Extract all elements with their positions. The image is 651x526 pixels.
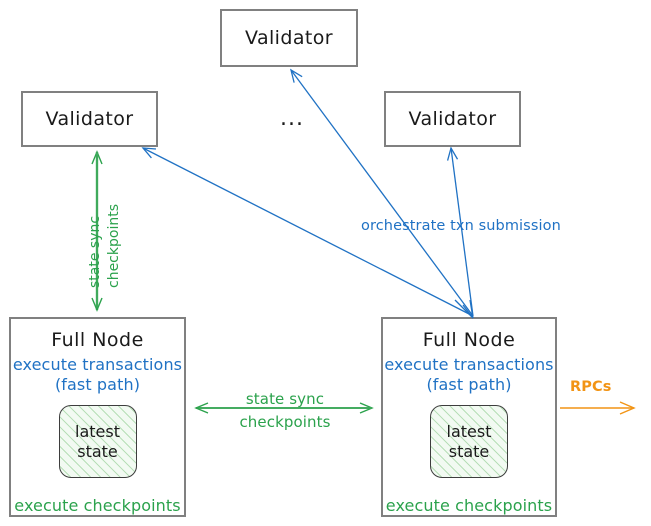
full-node-left-state-line2: state [77,441,118,461]
label-state-sync-horizontal-line1: state sync [245,390,325,408]
validator-left-label: Validator [45,108,134,130]
arrow-fullnode-to-validator-right [446,146,474,317]
arrow-fullnode-to-validator-top [289,68,474,317]
label-rpcs: RPCs [570,379,612,395]
full-node-left-fast-path-line2: (fast path) [54,374,141,394]
validators-ellipsis: ... [280,106,304,131]
full-node-right-fast-path-line2: (fast path) [426,374,512,394]
full-node-right-checkpoints: execute checkpoints [385,496,553,515]
label-state-sync-vertical-line1: state sync [87,215,103,288]
validator-top-label: Validator [245,27,333,49]
node-validator-right[interactable]: Validator [384,91,521,147]
full-node-right-latest-state[interactable]: latest state [430,405,508,478]
full-node-left-fast-path-line1: execute transactions [12,355,183,374]
full-node-left-latest-state[interactable]: latest state [58,405,137,478]
validator-right-label: Validator [408,108,497,130]
full-node-right-fast-path-line1: execute transactions [384,355,554,374]
full-node-left-state-line1: latest [75,422,120,442]
label-state-sync-vertical-line2: checkpoints [106,204,122,288]
node-full-node-left[interactable]: Full Node execute transactions (fast pat… [9,317,186,517]
full-node-right-fast-path: execute transactions (fast path) [384,355,553,394]
full-node-right-state-line2: state [448,441,490,461]
full-node-left-fast-path: execute transactions (fast path) [13,355,182,394]
node-validator-left[interactable]: Validator [21,91,158,147]
full-node-right-state-line1: latest [446,422,492,442]
label-state-sync-horizontal-line2: checkpoints [239,413,331,431]
node-full-node-right[interactable]: Full Node execute transactions (fast pat… [381,317,557,517]
arrow-fullnode-to-validator-left [141,147,474,317]
full-node-left-title: Full Node [51,329,144,351]
label-orchestrate-txn-submission: orchestrate txn submission [361,218,561,234]
full-node-right-title: Full Node [422,329,516,351]
full-node-left-checkpoints: execute checkpoints [14,496,181,515]
node-validator-top[interactable]: Validator [220,9,358,67]
arrow-fullnode-origin-stubs [454,299,474,319]
